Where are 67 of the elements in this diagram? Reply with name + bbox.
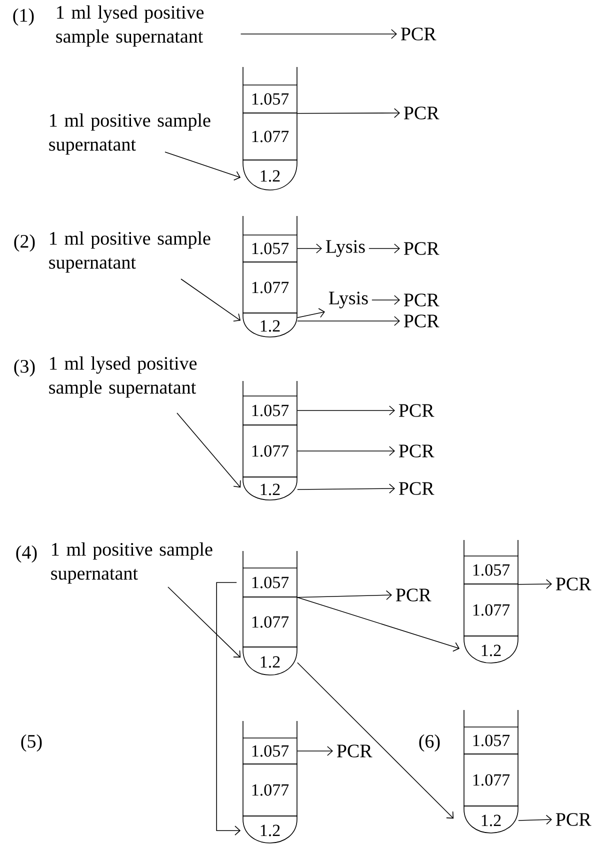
arrow — [297, 446, 395, 456]
sample-text: 1 ml positive sample supernatant — [49, 113, 210, 155]
step-label: PCR — [336, 744, 372, 758]
bracket-arrow — [216, 582, 241, 836]
gradient-layer: 1.057 — [242, 568, 298, 598]
arrow — [297, 108, 400, 118]
arrow — [297, 406, 395, 416]
step-label: PCR — [398, 404, 434, 417]
arrow — [180, 278, 241, 322]
step-label: PCR — [404, 106, 440, 120]
tube-bottom-layer: 1.2 — [242, 312, 298, 338]
arrow — [297, 244, 322, 254]
arrow — [176, 412, 241, 488]
step-label: PCR — [400, 28, 436, 40]
gradient-layer: 1.077 — [464, 584, 518, 636]
bracket-arrow — [297, 316, 400, 326]
step-label: Lysis — [326, 240, 365, 257]
step-number: (1) — [13, 8, 34, 26]
arrow — [297, 597, 460, 652]
arrow — [297, 746, 333, 756]
gradient-layer: 1.077 — [242, 764, 298, 816]
gradient-layer: 1.057 — [242, 84, 298, 114]
step-label: PCR — [404, 314, 440, 328]
step-number: (5) — [21, 734, 42, 752]
arrow — [372, 295, 400, 305]
arrow — [297, 308, 325, 318]
tube-bottom-layer: 1.2 — [242, 160, 298, 190]
step-number: (3) — [14, 359, 35, 377]
gradient-layer: 1.057 — [242, 738, 298, 764]
gradient-layer: 1.077 — [242, 262, 298, 314]
arrow — [518, 579, 552, 589]
step-label: PCR — [556, 813, 592, 826]
gradient-layer: 1.077 — [242, 424, 298, 478]
sample-text: 1 ml positive sample supernatant — [51, 542, 212, 584]
step-number: (6) — [419, 734, 440, 752]
gradient-layer: 1.057 — [242, 234, 298, 262]
tube-bottom-layer: 1.2 — [464, 636, 518, 664]
gradient-layer: 1.077 — [242, 596, 298, 648]
gradient-layer: 1.077 — [242, 112, 298, 160]
gradient-layer: 1.057 — [464, 556, 518, 584]
gradient-layer: 1.057 — [464, 726, 518, 754]
arrow — [297, 662, 454, 819]
tube-bottom-layer: 1.2 — [464, 806, 518, 834]
gradient-layer: 1.057 — [242, 396, 298, 426]
arrow — [168, 586, 241, 658]
arrow — [297, 484, 395, 494]
step-number: (4) — [16, 545, 37, 563]
sample-text: 1 ml positive sample supernatant — [49, 231, 210, 273]
gradient-layer: 1.077 — [464, 754, 518, 806]
step-label: PCR — [398, 482, 434, 495]
step-label: PCR — [556, 578, 592, 590]
tube-bottom-layer: 1.2 — [242, 476, 298, 500]
step-label: Lysis — [328, 292, 368, 308]
step-label: PCR — [398, 444, 434, 458]
tube-bottom-layer: 1.2 — [242, 646, 298, 676]
step-label: PCR — [404, 242, 440, 255]
arrow — [297, 590, 392, 600]
sample-text: 1 ml lysed positive sample supernatant — [56, 5, 204, 47]
step-label: PCR — [404, 294, 440, 306]
step-number: (2) — [14, 234, 35, 252]
tube-bottom-layer: 1.2 — [242, 816, 298, 844]
arrow — [164, 152, 241, 180]
arrow — [368, 244, 400, 254]
sample-text: 1 ml lysed positive sample supernatant — [49, 356, 197, 398]
step-label: PCR — [396, 588, 432, 602]
arrow — [518, 814, 552, 825]
bracket-arrow — [240, 29, 397, 39]
